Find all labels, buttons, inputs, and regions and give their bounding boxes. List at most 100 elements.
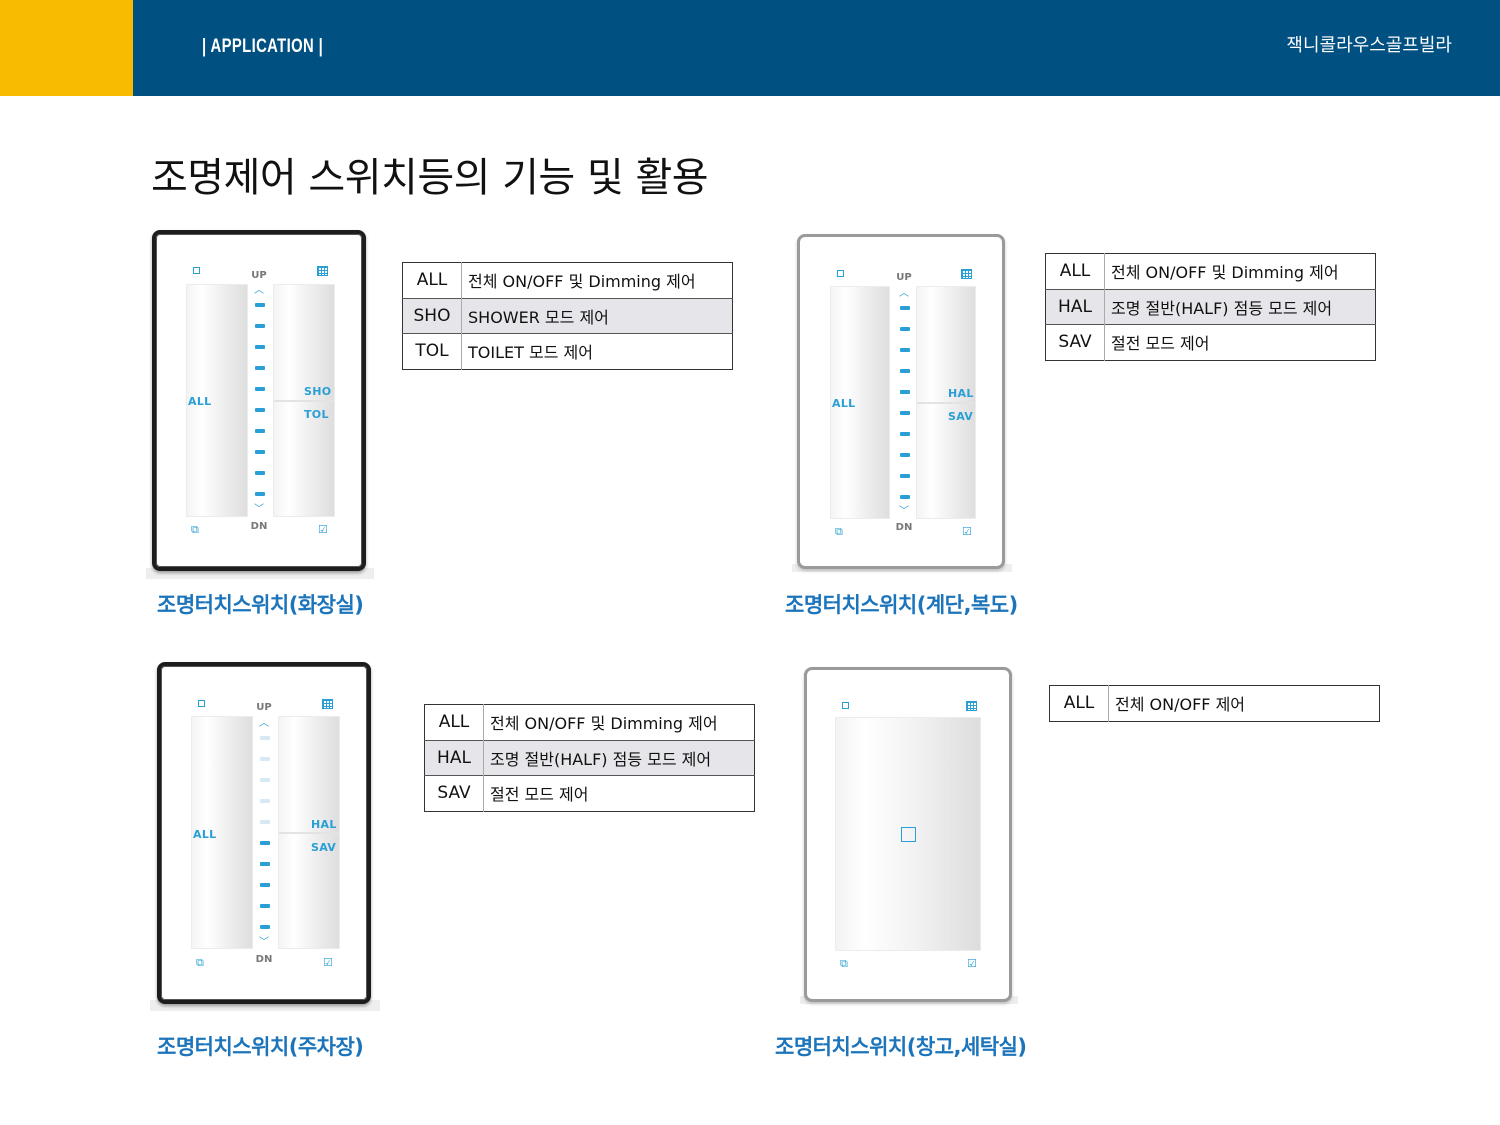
dimming-level [900, 327, 910, 331]
all-key-pad[interactable] [191, 716, 253, 949]
all-key-pad[interactable] [830, 286, 890, 519]
dimming-level-off [260, 778, 270, 782]
dimming-level [255, 450, 265, 454]
chevron-up-icon: ︿ [254, 285, 264, 296]
pad-divider [917, 402, 975, 404]
touch-switch-storage: ⧉ ☑ [804, 667, 1012, 1002]
pad-divider [274, 400, 334, 402]
switch-caption: 조명터치스위치(계단,복도) [785, 593, 1018, 617]
function-code: HAL [424, 739, 484, 776]
dimming-level-off [260, 736, 270, 740]
all-key-pad[interactable] [835, 717, 981, 951]
hal-key-label: HAL [311, 818, 337, 831]
function-code: ALL [1049, 685, 1109, 721]
pad-divider [279, 832, 339, 834]
dn-label: DN [895, 522, 913, 533]
dimming-level [900, 306, 910, 310]
chevron-up-icon: ︿ [259, 718, 269, 729]
touch-switch-restroom: UP ︿ ﹀ ALL SHO TOL ⧉ DN ☑ [152, 230, 366, 571]
dimming-level [900, 432, 910, 436]
square-icon [198, 700, 205, 707]
dimming-level [255, 366, 265, 370]
dn-label: DN [250, 521, 268, 532]
switch-caption: 조명터치스위치(주차장) [157, 1035, 364, 1059]
sav-key-label: SAV [948, 410, 974, 423]
dimming-level [255, 387, 265, 391]
header-accent-block [0, 0, 133, 96]
switch-shadow [146, 568, 374, 579]
all-key-label: ALL [832, 397, 856, 410]
function-code: SHO [402, 297, 462, 334]
dimming-level [900, 453, 910, 457]
switch-shadow [150, 1000, 380, 1011]
dimming-level [255, 429, 265, 433]
function-code: SAV [424, 775, 484, 811]
function-table-storage: ALL 전체 ON/OFF 제어 [1049, 685, 1380, 722]
function-desc: 절전 모드 제어 [483, 775, 755, 811]
touch-switch-stairs: UP ︿ ﹀ ALL HAL SAV ⧉ DN ☑ [797, 234, 1005, 569]
square-icon [837, 270, 844, 277]
touch-switch-parking: UP ︿ ﹀ ALL HAL SAV ⧉ DN ☑ [157, 662, 371, 1004]
up-label: UP [251, 270, 267, 281]
function-desc: 전체 ON/OFF 제어 [1115, 695, 1246, 715]
all-key-pad[interactable] [186, 284, 248, 517]
dimming-level [900, 390, 910, 394]
up-label: UP [256, 702, 272, 713]
function-desc: SHOWER 모드 제어 [461, 297, 733, 334]
dimming-level [260, 841, 270, 845]
function-desc: 전체 ON/OFF 및 Dimming 제어 [468, 272, 696, 292]
all-key-label: ALL [188, 395, 212, 408]
dimming-level-off [260, 757, 270, 761]
chevron-down-icon: ﹀ [254, 504, 264, 515]
dimming-level [900, 474, 910, 478]
function-desc: 절전 모드 제어 [1104, 324, 1376, 360]
dimming-level [255, 324, 265, 328]
edit-icon: ☑ [323, 956, 333, 969]
dimming-level [900, 495, 910, 499]
grid-icon [317, 266, 328, 276]
chevron-down-icon: ﹀ [899, 506, 909, 517]
dimming-level [255, 492, 265, 496]
dimming-level [255, 471, 265, 475]
function-code: ALL [402, 262, 462, 298]
tol-key-label: TOL [304, 408, 329, 421]
copy-icon: ⧉ [191, 523, 199, 536]
function-code: ALL [424, 704, 484, 740]
section-label: | APPLICATION | [202, 36, 324, 57]
page-title: 조명제어 스위치등의 기능 및 활용 [151, 155, 709, 201]
dimming-level [260, 862, 270, 866]
dimming-level [255, 303, 265, 307]
dimming-level [900, 369, 910, 373]
sav-key-label: SAV [311, 841, 337, 854]
chevron-up-icon: ︿ [899, 288, 909, 299]
square-icon [901, 827, 916, 842]
dimming-level [260, 904, 270, 908]
copy-icon: ⧉ [840, 957, 848, 970]
function-desc: 전체 ON/OFF 및 Dimming 제어 [490, 714, 718, 734]
dimming-level-off [260, 799, 270, 803]
function-code: SAV [1045, 324, 1105, 360]
function-desc: TOILET 모드 제어 [461, 333, 733, 369]
switch-caption: 조명터치스위치(창고,세탁실) [775, 1035, 1027, 1059]
dimming-level [255, 345, 265, 349]
dn-label: DN [255, 954, 273, 965]
function-desc: 조명 절반(HALF) 점등 모드 제어 [1104, 288, 1376, 325]
all-key-label: ALL [193, 828, 217, 841]
up-label: UP [896, 272, 912, 283]
switch-caption: 조명터치스위치(화장실) [157, 593, 364, 617]
dimming-level [260, 883, 270, 887]
square-icon [193, 267, 200, 274]
dimming-level [255, 408, 265, 412]
function-code: HAL [1045, 288, 1105, 325]
copy-icon: ⧉ [835, 525, 843, 538]
grid-icon [966, 701, 977, 711]
dimming-level [900, 348, 910, 352]
edit-icon: ☑ [962, 525, 972, 538]
function-code: TOL [402, 333, 462, 369]
edit-icon: ☑ [318, 523, 328, 536]
function-code: ALL [1045, 253, 1105, 289]
dimming-level [900, 411, 910, 415]
